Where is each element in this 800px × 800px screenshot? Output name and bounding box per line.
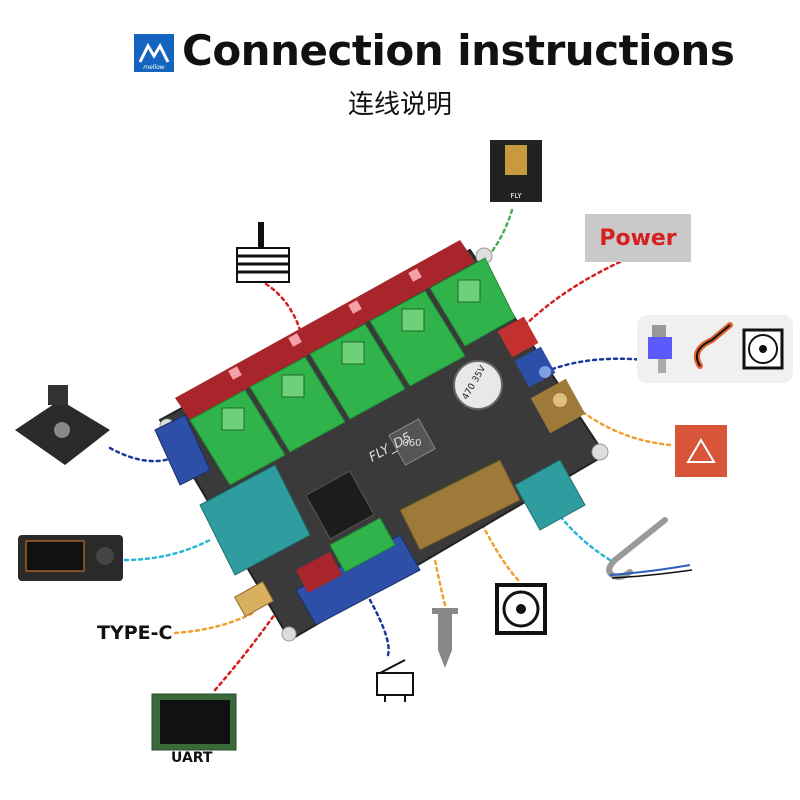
fan-icon — [495, 583, 547, 635]
hotend-heater-icon — [648, 325, 672, 373]
fly-d5-board: 470 35V 060 FLY_D5 — [154, 240, 609, 642]
uart-label: UART — [171, 750, 213, 766]
stepper-driver-icon: FLY — [490, 140, 542, 202]
fan-icon — [742, 328, 784, 370]
logo-wordmark: mellow — [143, 64, 165, 71]
wire-stepper-motor — [264, 282, 302, 332]
stepper-motor-icon — [236, 222, 290, 283]
nozzle-icon — [432, 608, 458, 668]
page-subtitle: 连线说明 — [347, 90, 452, 120]
uart-touchscreen-icon — [151, 693, 237, 751]
endstop-switch-icon — [376, 659, 414, 702]
wire-typec — [173, 610, 257, 635]
wire-power — [518, 260, 622, 332]
thermistor-icon — [606, 517, 693, 580]
lcd-display-icon — [18, 535, 123, 581]
wire-heated-bed — [578, 408, 672, 447]
inductor-label: 060 — [402, 438, 421, 449]
mellow-logo-icon: mellow — [134, 34, 174, 72]
can-toolboard-icon — [15, 385, 110, 465]
wire-fan-bottom — [478, 518, 520, 582]
type-c-label: TYPE-C — [97, 622, 173, 644]
svg-text:FLY: FLY — [510, 192, 522, 200]
wire-nozzle — [433, 558, 447, 607]
heater-cartridge-icon — [694, 322, 733, 369]
power-label: Power — [599, 225, 677, 251]
wire-lcd — [123, 538, 212, 562]
wire-endstop — [368, 598, 390, 657]
heated-bed-icon — [675, 425, 727, 477]
power-label-box: Power — [585, 214, 691, 262]
page-title: Connection instructions — [182, 26, 735, 75]
wire-hotend — [548, 357, 647, 372]
